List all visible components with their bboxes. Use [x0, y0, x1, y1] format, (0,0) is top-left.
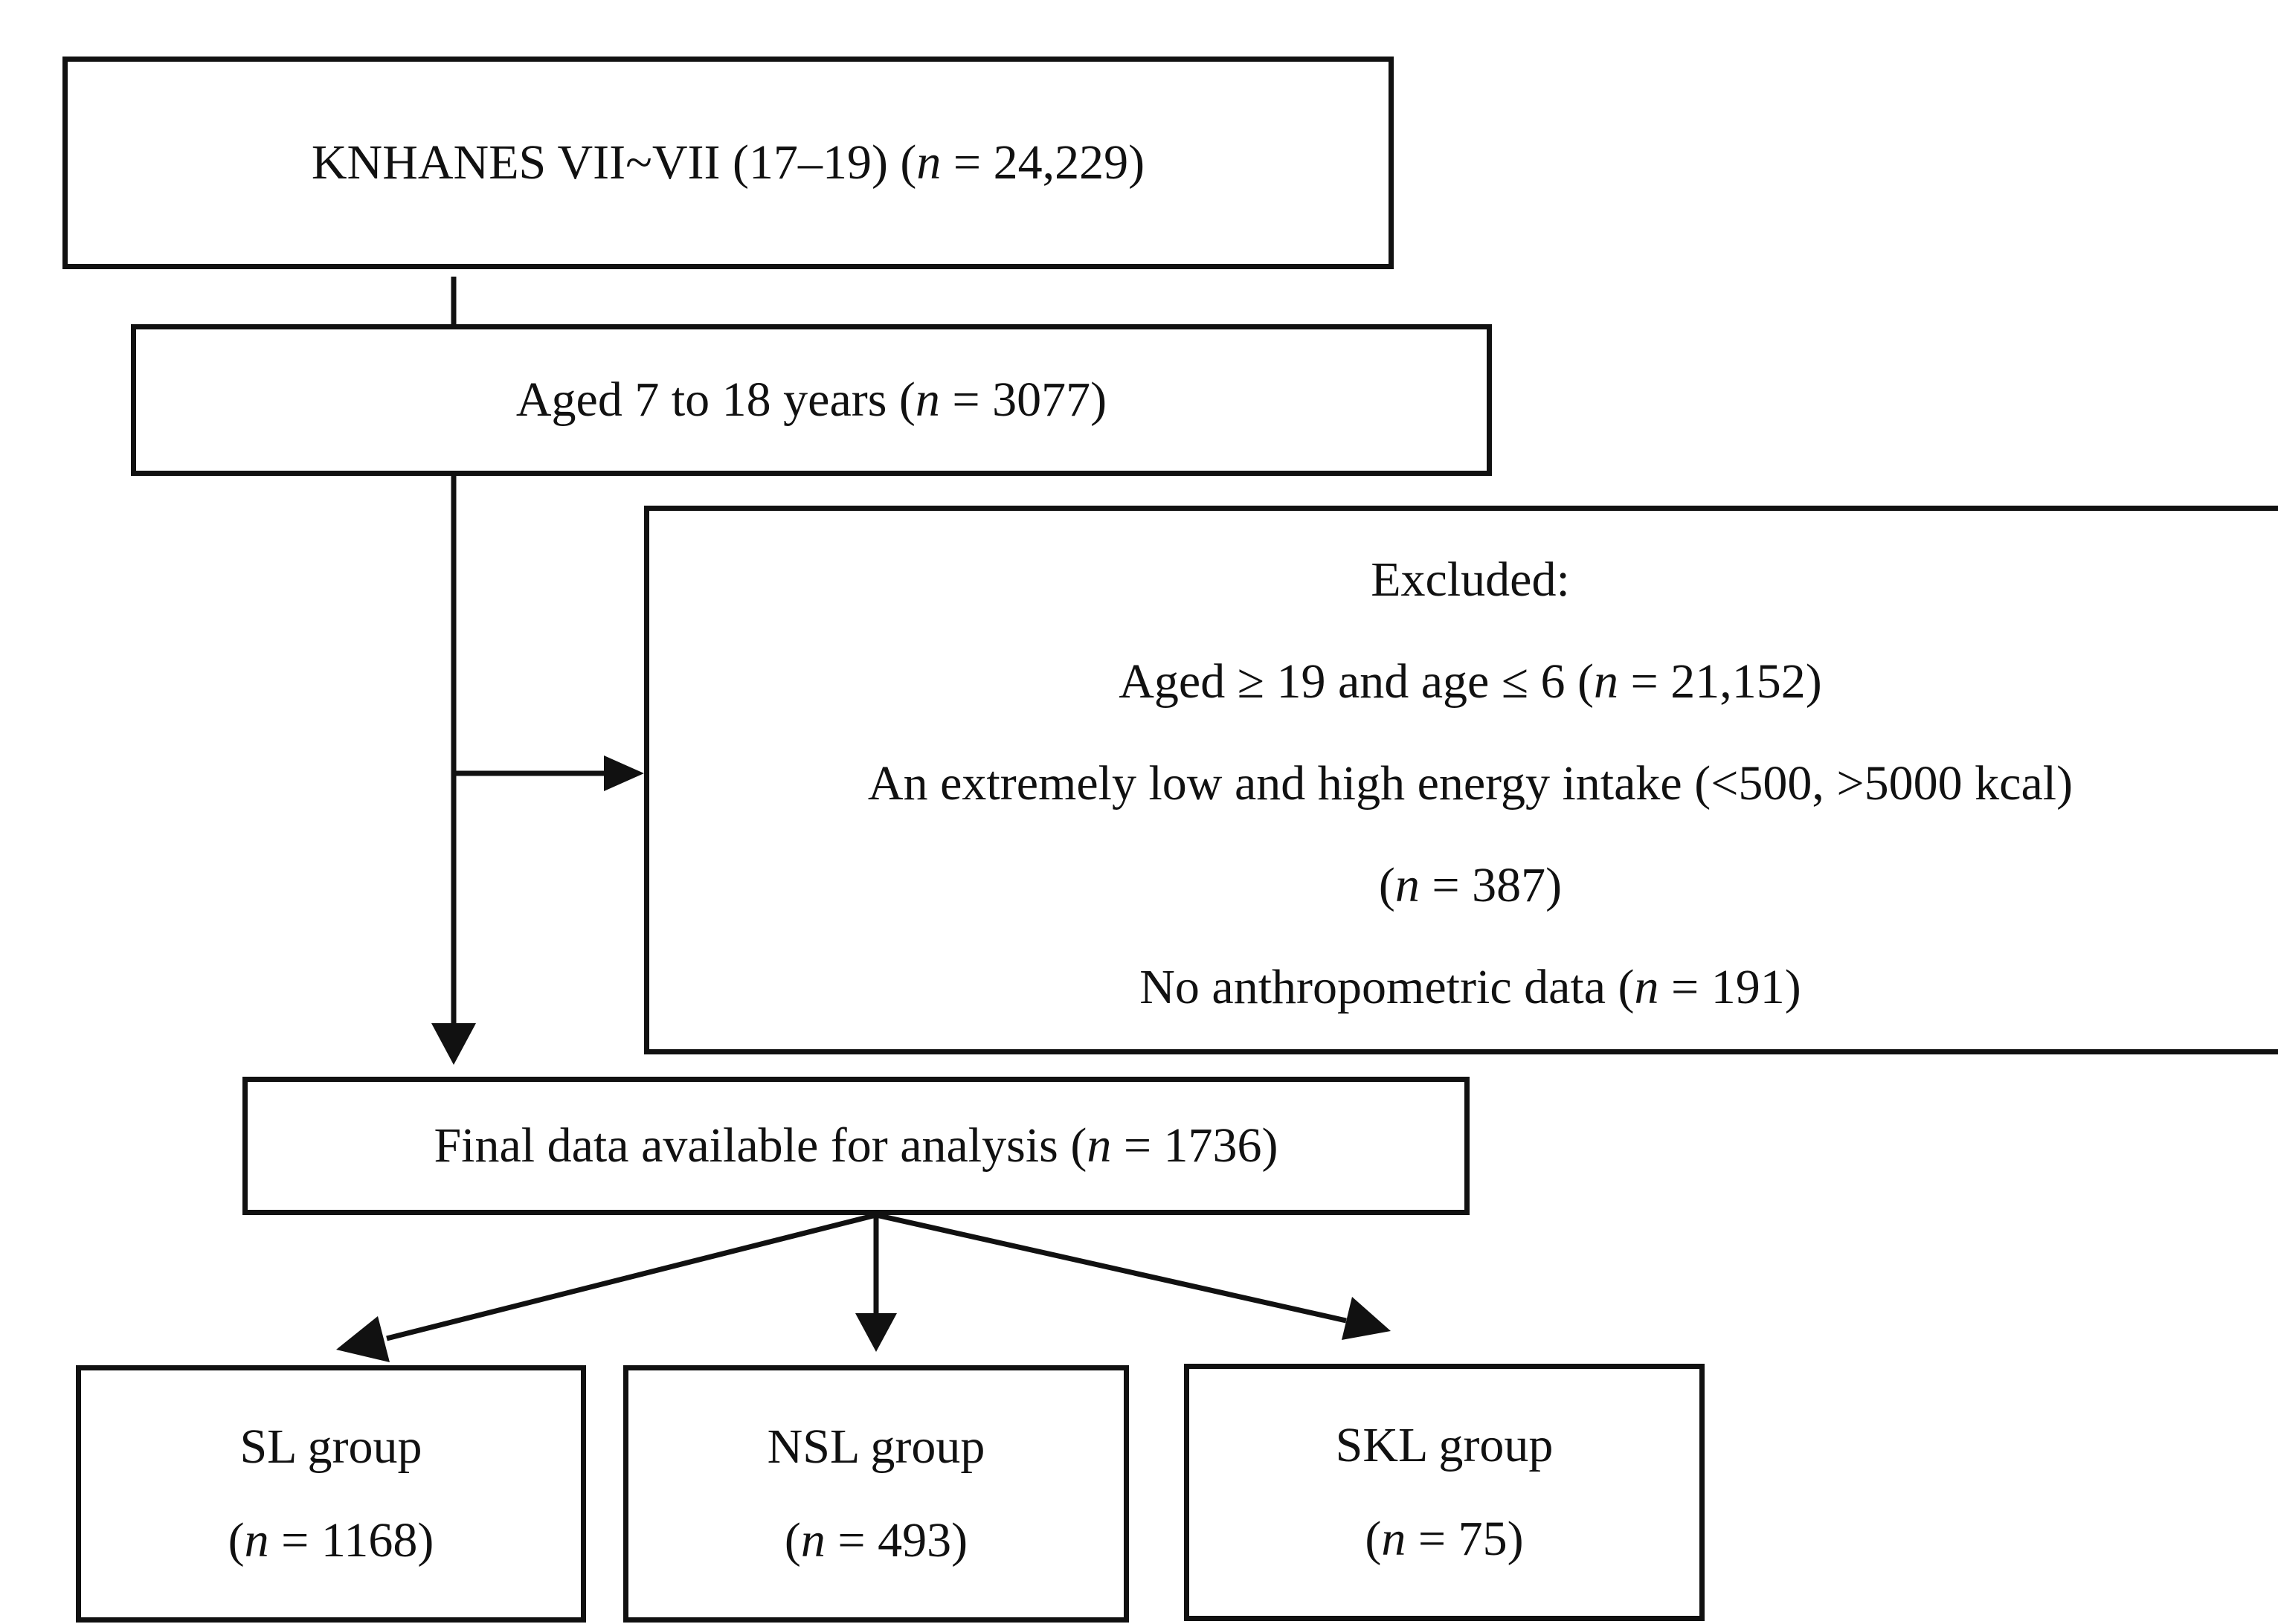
age-filter-count: = 3077): [939, 372, 1107, 427]
n-symbol: n: [1634, 960, 1659, 1014]
group-count-line: (n = 493): [785, 1510, 968, 1572]
arrowhead-to-final: [431, 1023, 476, 1065]
final-data-label: Final data available for analysis (: [434, 1118, 1087, 1173]
n-symbol: n: [916, 135, 942, 190]
excluded-age-count: = 21,152): [1618, 654, 1822, 709]
group-label: SKL group: [1335, 1417, 1554, 1472]
paren-open: (: [1378, 858, 1395, 912]
n-symbol: n: [244, 1513, 269, 1567]
excluded-energy-criterion: An extremely low and high energy intake …: [867, 756, 2073, 811]
n-symbol: n: [1394, 858, 1420, 912]
final-data-count: = 1736): [1111, 1118, 1278, 1173]
excluded-anthro-count: = 191): [1658, 960, 1801, 1014]
excluded-age-criterion: Aged ≥ 19 and age ≤ 6 (n = 21,152): [1119, 657, 1821, 706]
paren-open: (: [228, 1513, 245, 1567]
connector-final-to-sl: [386, 1212, 877, 1341]
age-filter-box: Aged 7 to 18 years (n = 3077): [131, 324, 1492, 476]
n-symbol: n: [1087, 1118, 1112, 1173]
skl-group-box: SKL group (n = 75): [1184, 1364, 1705, 1621]
nsl-group-box: NSL group (n = 493): [623, 1365, 1129, 1623]
excluded-energy-count: = 387): [1419, 858, 1563, 912]
paren-open: (: [784, 1513, 801, 1567]
excluded-anthropometric-criterion: No anthropometric data (n = 191): [1139, 963, 1801, 1012]
survey-text: KNHANES VII~VII (17–19) (n = 24,229): [312, 132, 1145, 194]
excluded-age-label: Aged ≥ 19 and age ≤ 6 (: [1119, 654, 1595, 709]
excluded-energy-count-line: (n = 387): [1379, 861, 1562, 910]
sl-group-box: SL group (n = 1168): [76, 1365, 586, 1623]
n-symbol: n: [800, 1513, 826, 1567]
group-count: = 1168): [268, 1513, 434, 1567]
age-filter-label: Aged 7 to 18 years (: [515, 372, 916, 427]
arrowhead-to-skl: [1342, 1297, 1391, 1340]
excluded-box: Excluded: Aged ≥ 19 and age ≤ 6 (n = 21,…: [644, 506, 2278, 1054]
group-label: NSL group: [767, 1419, 985, 1474]
group-count-line: (n = 1168): [228, 1510, 434, 1572]
n-symbol: n: [1594, 654, 1619, 709]
age-filter-text: Aged 7 to 18 years (n = 3077): [516, 370, 1107, 431]
final-data-box: Final data available for analysis (n = 1…: [242, 1077, 1470, 1215]
group-count: = 493): [825, 1513, 968, 1567]
excluded-heading: Excluded:: [1371, 552, 1570, 607]
arrowhead-to-sl: [336, 1316, 390, 1362]
arrowhead-to-nsl: [855, 1313, 897, 1352]
n-symbol: n: [915, 372, 940, 427]
excluded-anthro-label: No anthropometric data (: [1139, 960, 1635, 1014]
arrowhead-to-excluded: [604, 755, 644, 791]
survey-count: = 24,229): [941, 135, 1145, 190]
paren-open: (: [1365, 1512, 1382, 1566]
group-count: = 75): [1406, 1512, 1524, 1566]
survey-label: KNHANES VII~VII (17–19) (: [311, 135, 917, 190]
connector-final-to-skl: [875, 1212, 1347, 1324]
group-label: SL group: [239, 1419, 422, 1474]
final-data-text: Final data available for analysis (n = 1…: [434, 1115, 1278, 1177]
n-symbol: n: [1381, 1512, 1406, 1566]
survey-source-box: KNHANES VII~VII (17–19) (n = 24,229): [62, 57, 1394, 269]
group-count-line: (n = 75): [1365, 1509, 1523, 1570]
